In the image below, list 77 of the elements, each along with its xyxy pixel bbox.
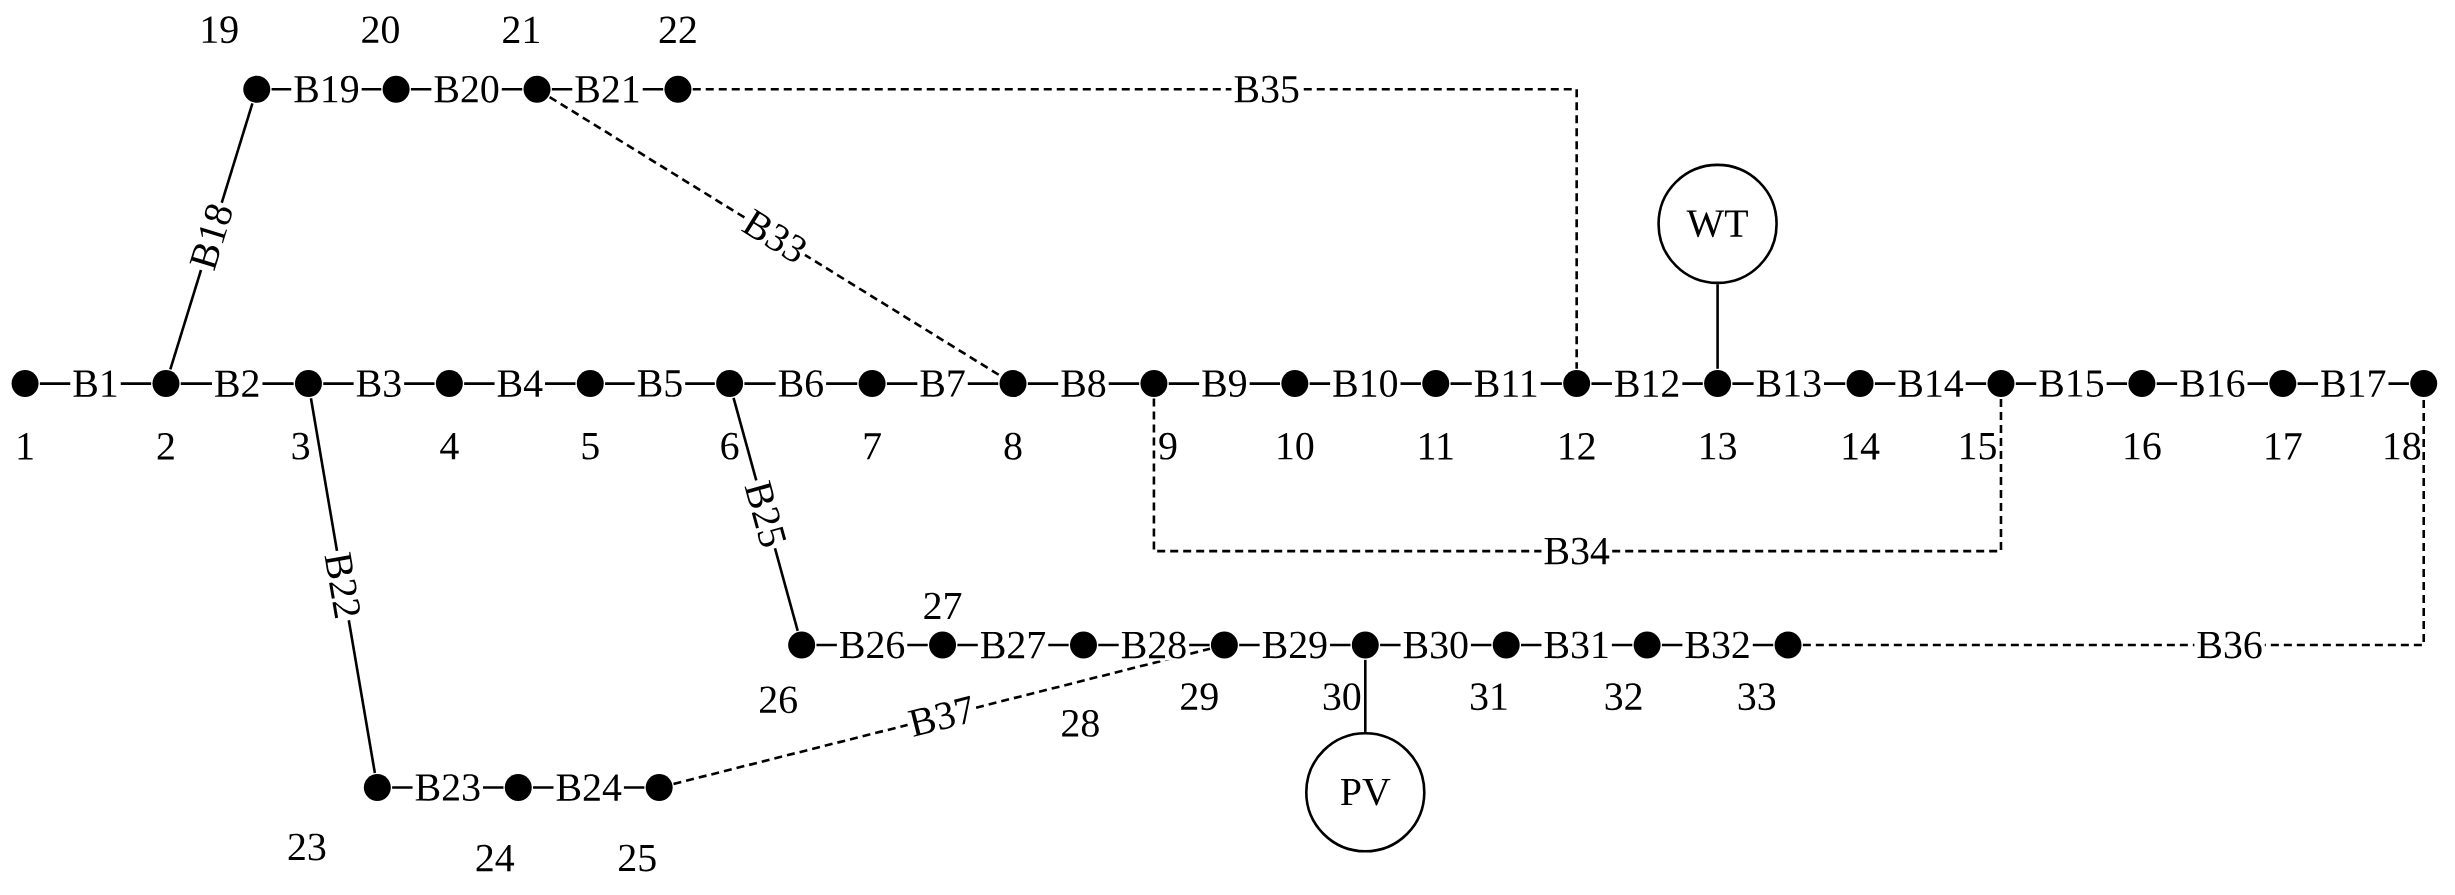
edge-label: B35: [1231, 73, 1302, 105]
line: [1152, 398, 2003, 553]
edge-label: B20: [431, 73, 502, 105]
bus-number: 8: [1004, 432, 1022, 460]
bus-number: 4: [440, 433, 459, 460]
bus-number: 15: [1961, 432, 1996, 460]
bus-number: 22: [659, 16, 696, 43]
edge-label: B27: [977, 629, 1049, 661]
line: [1716, 284, 1719, 369]
line: [1364, 659, 1367, 732]
bus-number: 14: [1843, 433, 1880, 460]
edge-label: B25: [741, 476, 790, 553]
edge-label: B32: [1682, 629, 1753, 661]
edge-label: B3: [353, 368, 405, 399]
bus-number: 31: [1470, 683, 1507, 711]
bus-number: 5: [582, 433, 599, 460]
bus-number: 23: [288, 833, 326, 861]
bus-number: 19: [202, 16, 238, 44]
bus-number: 20: [362, 16, 399, 44]
edge-label: B36: [2194, 629, 2265, 661]
edge-label: B8: [1058, 368, 1109, 400]
bus-number: 29: [1181, 683, 1218, 711]
bus-number: 9: [1159, 432, 1177, 460]
edge-label: B10: [1330, 368, 1401, 400]
edge-label: B1: [70, 368, 121, 399]
edge-label: B22: [321, 548, 364, 623]
edge-label: B21: [572, 74, 643, 105]
line: [673, 647, 1211, 786]
bus-number: 24: [476, 844, 515, 872]
edge-label: B13: [1753, 368, 1825, 399]
bus-number: 3: [292, 432, 309, 460]
bus-number: 33: [1738, 683, 1776, 711]
edge-label: B26: [836, 629, 908, 661]
bus-number: 28: [1062, 709, 1099, 737]
edge-label: B19: [291, 73, 362, 105]
edge-label: B30: [1400, 629, 1471, 661]
bus-number: 2: [157, 433, 174, 460]
edge-label: B7: [917, 368, 968, 399]
bus-number: 13: [1701, 432, 1736, 460]
edge-label: B4: [494, 368, 546, 399]
edge-label: B5: [634, 368, 686, 399]
edge-label: B33: [737, 204, 814, 269]
bus-number: 32: [1605, 683, 1642, 711]
edge-label: B28: [1118, 629, 1190, 661]
edge-label: B18: [186, 198, 237, 275]
bus-number: 21: [503, 16, 539, 43]
bus-number: 12: [1560, 433, 1595, 460]
bus-number: 18: [2385, 432, 2421, 460]
edge-label: B29: [1259, 629, 1331, 661]
edge-label: B11: [1471, 368, 1541, 399]
bus-number: 25: [619, 844, 656, 872]
edge-label: B17: [2318, 368, 2389, 399]
bus-number: 10: [1278, 432, 1314, 460]
bus-number: 1: [18, 433, 33, 460]
edge-label: B15: [2036, 368, 2107, 399]
edge-label: B6: [775, 368, 827, 399]
edge-label: B2: [211, 368, 263, 399]
edge-label: B12: [1611, 368, 1683, 399]
edge-label: B16: [2177, 368, 2248, 399]
bus-number: 26: [760, 686, 797, 714]
edge-label: B34: [1541, 535, 1612, 567]
bus-number: 16: [2125, 432, 2161, 460]
edge-label: B9: [1199, 368, 1250, 399]
line: [548, 95, 1002, 377]
bus-number: 17: [2266, 433, 2302, 460]
bus-number: 30: [1323, 683, 1361, 711]
edge-label: B37: [903, 692, 980, 740]
edge-label: B24: [553, 772, 624, 803]
edge-label: B14: [1895, 368, 1966, 399]
line: [1802, 398, 2425, 647]
edge-label: B23: [412, 772, 483, 803]
bus-number: 11: [1420, 433, 1453, 460]
edge-label: B31: [1541, 629, 1612, 661]
line: [692, 87, 1578, 369]
bus-number: 6: [721, 432, 739, 460]
bus-number: 7: [864, 433, 881, 460]
bus-number: 27: [924, 592, 962, 620]
